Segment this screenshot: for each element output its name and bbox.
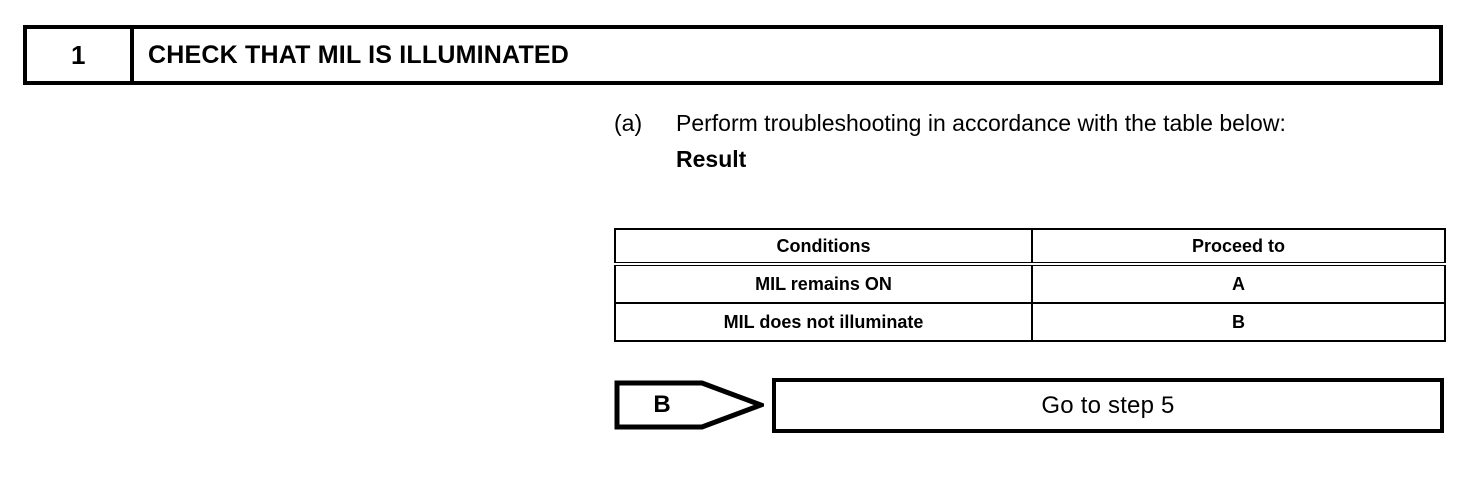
instruction-block: (a) Perform troubleshooting in accordanc… xyxy=(614,106,1444,177)
step-title-cell: CHECK THAT MIL IS ILLUMINATED xyxy=(134,29,1439,81)
flow-tag-pentagon: B xyxy=(614,380,764,430)
column-header-proceed-to: Proceed to xyxy=(1031,228,1446,266)
cell-condition: MIL remains ON xyxy=(614,263,1033,304)
step-header-bar: 1 CHECK THAT MIL IS ILLUMINATED xyxy=(23,25,1443,85)
cell-condition: MIL does not illuminate xyxy=(614,302,1033,342)
result-table-body: MIL remains ON A MIL does not illuminate… xyxy=(614,263,1446,342)
instruction-text: Perform troubleshooting in accordance wi… xyxy=(676,110,1286,136)
cell-proceed-to: B xyxy=(1031,302,1446,342)
step-number-cell: 1 xyxy=(27,29,134,81)
result-table: Conditions Proceed to MIL remains ON A M… xyxy=(614,228,1446,342)
result-table-head: Conditions Proceed to xyxy=(614,228,1446,266)
table-row: MIL remains ON A xyxy=(614,263,1446,304)
table-row: MIL does not illuminate B xyxy=(614,302,1446,342)
flow-tag-label: B xyxy=(653,391,671,418)
flow-row: B Go to step 5 xyxy=(614,378,1444,433)
table-header-row: Conditions Proceed to xyxy=(614,228,1446,266)
pentagon-arrow-icon xyxy=(614,380,764,430)
instruction-subhead: Result xyxy=(676,146,747,172)
instruction-body: Perform troubleshooting in accordance wi… xyxy=(676,106,1444,177)
cell-proceed-to: A xyxy=(1031,263,1446,304)
step-number: 1 xyxy=(71,40,86,70)
goto-step-label: Go to step 5 xyxy=(1041,391,1175,419)
goto-step-box[interactable]: Go to step 5 xyxy=(772,378,1444,433)
column-header-conditions: Conditions xyxy=(614,228,1033,266)
step-title: CHECK THAT MIL IS ILLUMINATED xyxy=(148,40,570,69)
instruction-row: (a) Perform troubleshooting in accordanc… xyxy=(614,106,1444,177)
instruction-marker: (a) xyxy=(614,110,643,136)
